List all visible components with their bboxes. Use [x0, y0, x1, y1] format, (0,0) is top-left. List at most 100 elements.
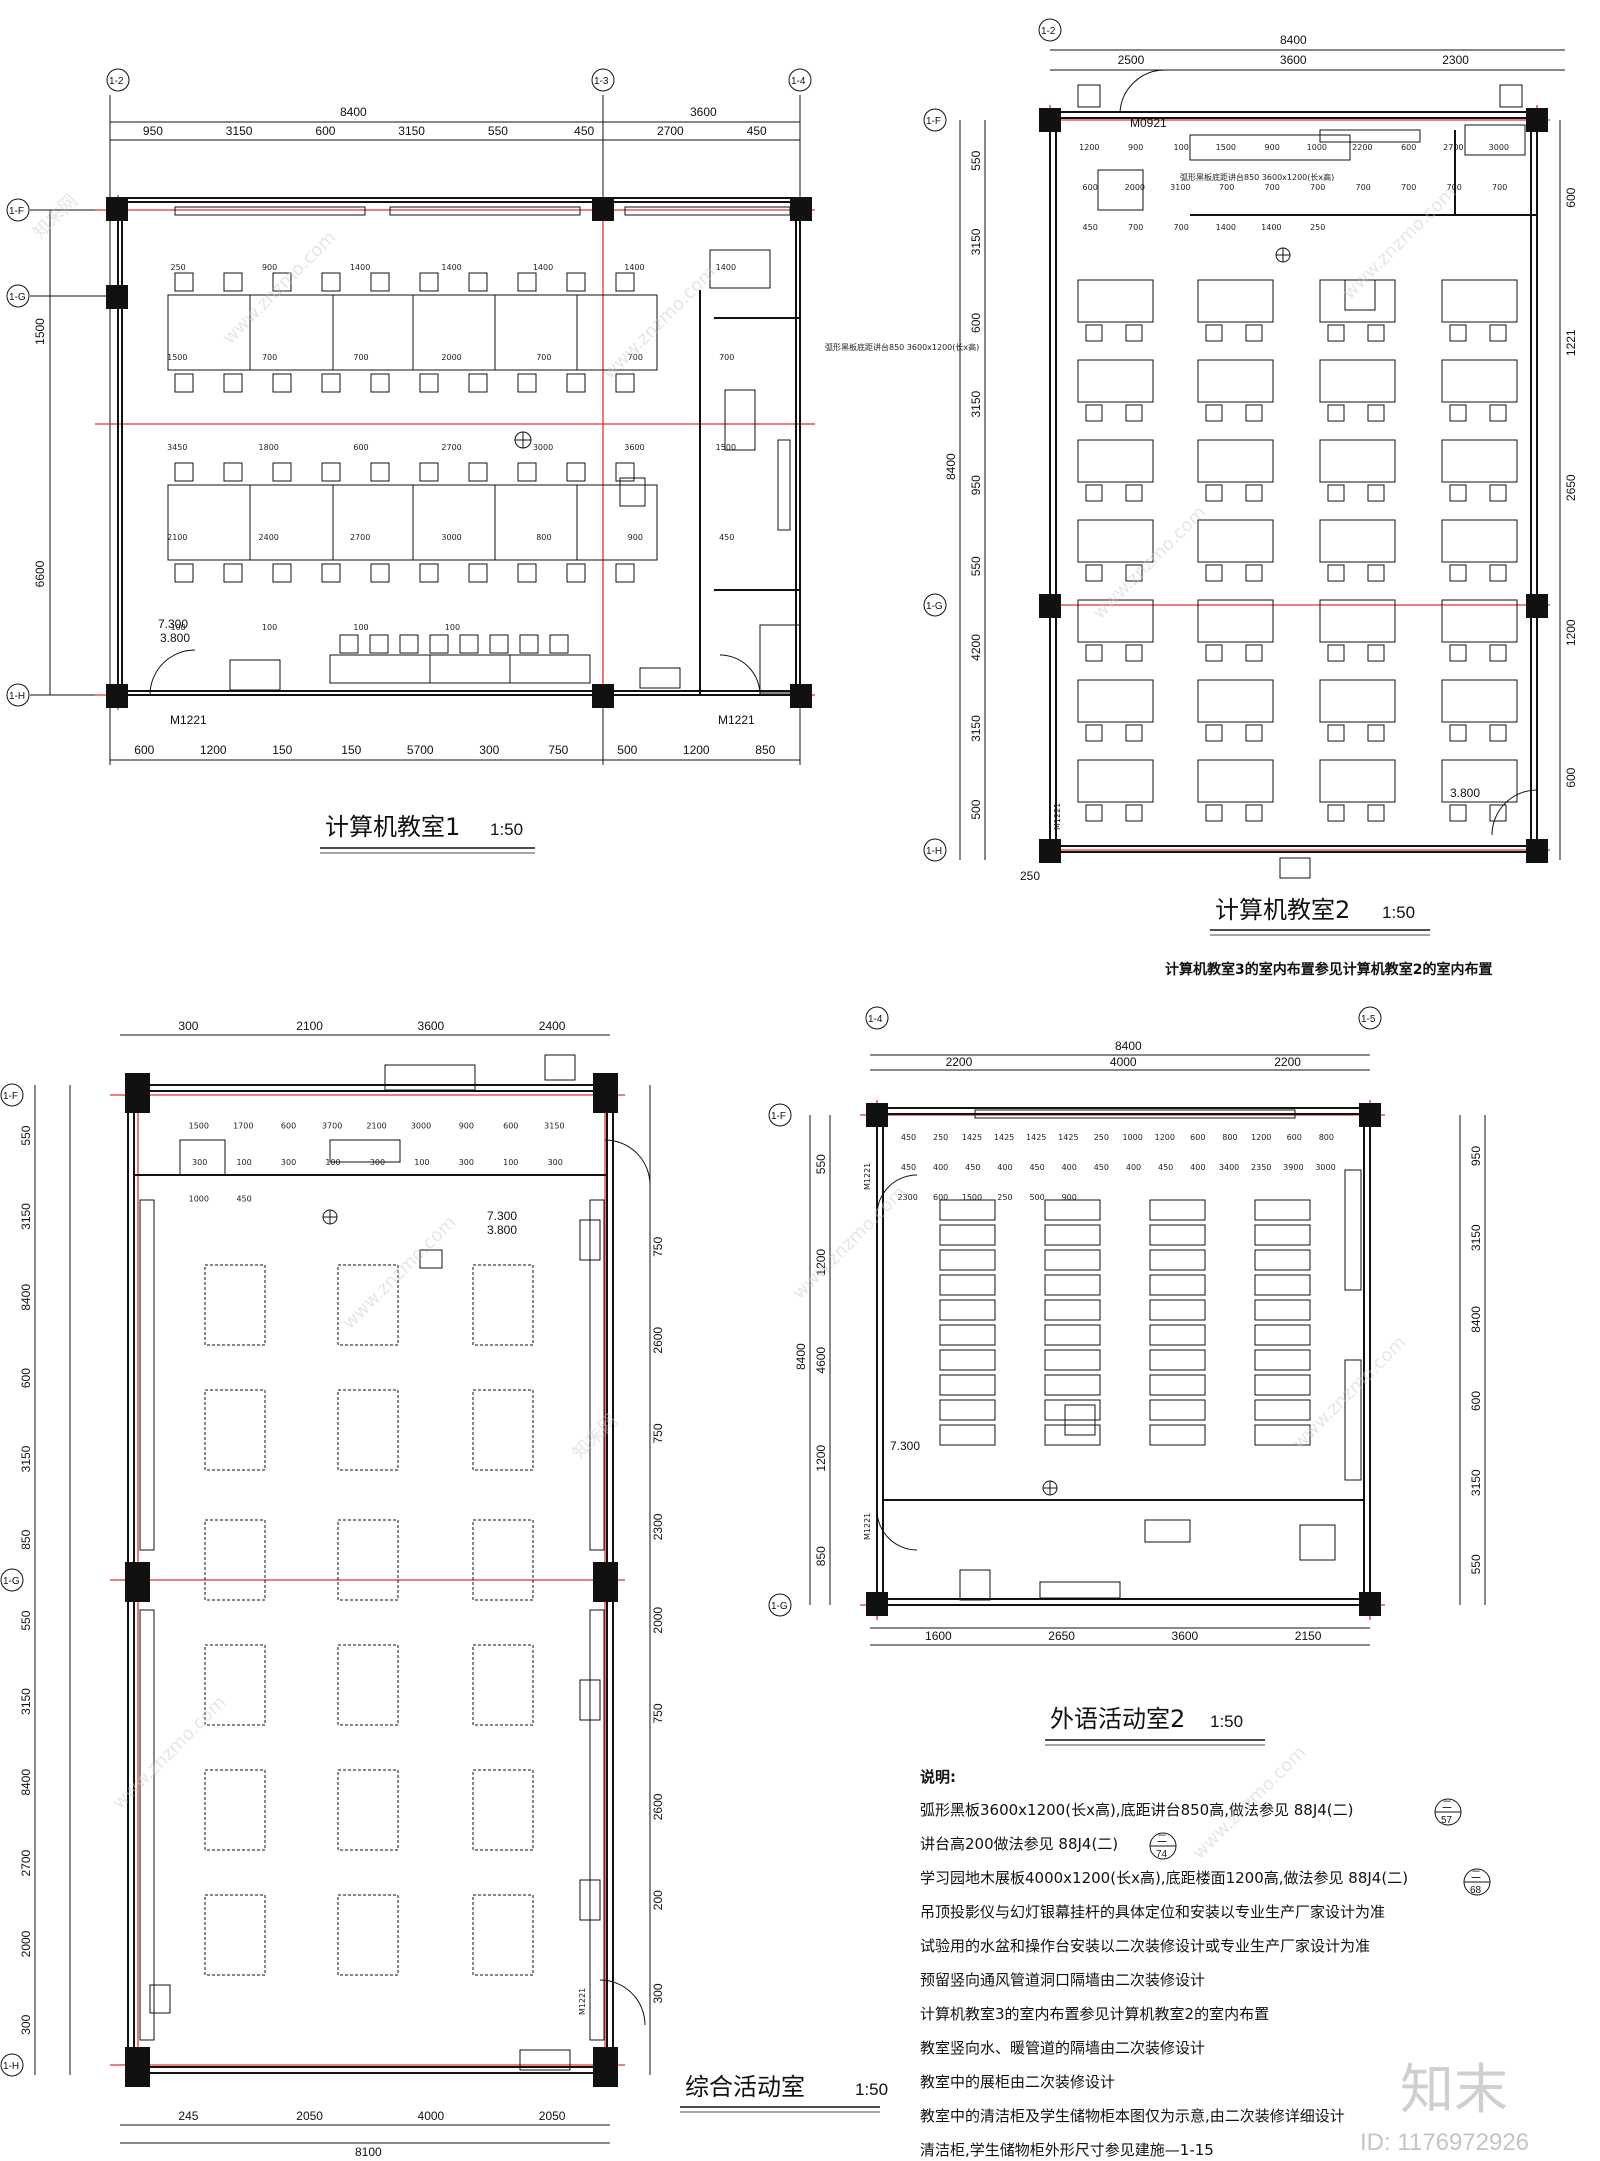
- activity-table: [337, 1519, 399, 1601]
- dimension-label: 2600: [651, 1793, 665, 1820]
- inner-dimension-label: 700: [1447, 183, 1462, 192]
- language-desk: [1044, 1349, 1101, 1371]
- computer-desk: [1441, 599, 1518, 643]
- dimension-label: 8400: [19, 1769, 33, 1796]
- note-item: 试验用的水盆和操作台安装以二次装修设计或专业生产厂家设计为准: [920, 1937, 1370, 1955]
- grid-axis-label: 1-3: [594, 76, 609, 87]
- chair: [419, 563, 439, 583]
- computer-desk: [1077, 519, 1154, 563]
- grid-axis-label: 1-H: [3, 2061, 19, 2072]
- language-desk: [1254, 1349, 1311, 1371]
- language-desk: [939, 1274, 996, 1296]
- chair: [429, 634, 449, 654]
- grid-axis-bubble: [591, 68, 615, 92]
- inner-dimension-label: 450: [1158, 1163, 1173, 1172]
- language-desk: [1044, 1224, 1101, 1246]
- computer-desk: [1319, 679, 1396, 723]
- chair: [1489, 724, 1507, 742]
- dimension-label: 950: [1469, 1146, 1483, 1166]
- grid-axis-label: 1-H: [926, 846, 942, 857]
- level-label-2: 3.800: [160, 631, 190, 645]
- computer-desk: [1441, 359, 1518, 403]
- grid-axis-bubble: [106, 68, 130, 92]
- inner-dimension-label: 700: [1219, 183, 1234, 192]
- computer-desk: [1197, 359, 1274, 403]
- dimension-label: 4000: [418, 2109, 445, 2123]
- language-desk: [1044, 1399, 1101, 1421]
- language-desk: [1254, 1224, 1311, 1246]
- inner-dimension-label: 700: [719, 353, 734, 362]
- grid-axis-bubble: [923, 108, 947, 132]
- inner-dimension-label: 700: [1128, 223, 1143, 232]
- chair: [468, 563, 488, 583]
- inner-dimension-label: 500: [1029, 1193, 1044, 1202]
- chair: [459, 634, 479, 654]
- computer-desk: [1197, 599, 1274, 643]
- language-desk: [1254, 1199, 1311, 1221]
- chair: [1245, 644, 1263, 662]
- door-tag: M0921: [1130, 116, 1167, 130]
- dimension-label: 550: [19, 1610, 33, 1630]
- language-desk: [1149, 1299, 1206, 1321]
- chair: [1085, 644, 1103, 662]
- dimension-label: 300: [479, 743, 499, 757]
- door-tag: M1221: [1053, 803, 1062, 830]
- chair: [1367, 404, 1385, 422]
- language-desk: [939, 1249, 996, 1271]
- dimension-label: 3150: [226, 124, 253, 138]
- inner-dimension-label: 2400: [259, 533, 279, 542]
- dimension-label: 3150: [19, 1688, 33, 1715]
- language-desk: [1044, 1199, 1101, 1221]
- dimension-label: 450: [747, 124, 767, 138]
- language-desk: [939, 1374, 996, 1396]
- dimension-label: 500: [617, 743, 637, 757]
- dimension-label: 2300: [651, 1513, 665, 1540]
- chair: [566, 563, 586, 583]
- inner-dimension-label: 900: [1265, 143, 1280, 152]
- inner-dimension-label: 450: [901, 1133, 916, 1142]
- inner-dimension-label: 3000: [1489, 143, 1509, 152]
- chair: [1489, 644, 1507, 662]
- ref-bottom: 57: [1441, 1815, 1453, 1826]
- grid-axis-label: 1-F: [3, 1091, 18, 1102]
- inner-dimension-label: 100: [414, 1158, 429, 1167]
- computer-desk: [1077, 599, 1154, 643]
- chair: [615, 373, 635, 393]
- dimension-label: 2000: [651, 1607, 665, 1634]
- inner-dimension-label: 300: [548, 1158, 563, 1167]
- inner-dimension-label: 800: [536, 533, 551, 542]
- dimension-label: 8400: [944, 453, 958, 480]
- dimension-label: 2200: [946, 1055, 973, 1069]
- language-desk: [939, 1424, 996, 1446]
- grid-axis-bubble: [6, 683, 30, 707]
- door-tag: M1221: [863, 1513, 872, 1540]
- dimension-label: 1200: [683, 743, 710, 757]
- chair: [1327, 724, 1345, 742]
- inner-dimension-label: 3700: [322, 1121, 342, 1130]
- chair: [1125, 404, 1143, 422]
- grid-axis-bubble: [0, 1568, 24, 1592]
- dimension-label: 2200: [1274, 1055, 1301, 1069]
- dimension-label: 950: [969, 475, 983, 495]
- chair: [1125, 324, 1143, 342]
- dimension-label: 8400: [794, 1343, 808, 1370]
- chair: [1125, 644, 1143, 662]
- watermark-site: www.znzmo.com: [789, 1182, 911, 1304]
- grid-axis-bubble: [788, 68, 812, 92]
- inner-dimension-label: 450: [901, 1163, 916, 1172]
- dimension-label: 1200: [1564, 619, 1578, 646]
- dimension-label: 3600: [1280, 53, 1307, 67]
- chair: [1327, 804, 1345, 822]
- inner-dimension-label: 1500: [189, 1121, 209, 1130]
- inner-dimension-label: 600: [1083, 183, 1098, 192]
- chair: [1205, 804, 1223, 822]
- inner-dimension-label: 100: [262, 623, 277, 632]
- chair: [399, 634, 419, 654]
- chair: [1085, 724, 1103, 742]
- inner-dimension-label: 900: [628, 533, 643, 542]
- chair: [1205, 644, 1223, 662]
- inner-dimension-label: 1500: [716, 443, 736, 452]
- plan-scale: 1:50: [855, 2080, 888, 2099]
- language-desk: [1254, 1249, 1311, 1271]
- note-item: 教室中的展柜由二次装修设计: [920, 2073, 1115, 2091]
